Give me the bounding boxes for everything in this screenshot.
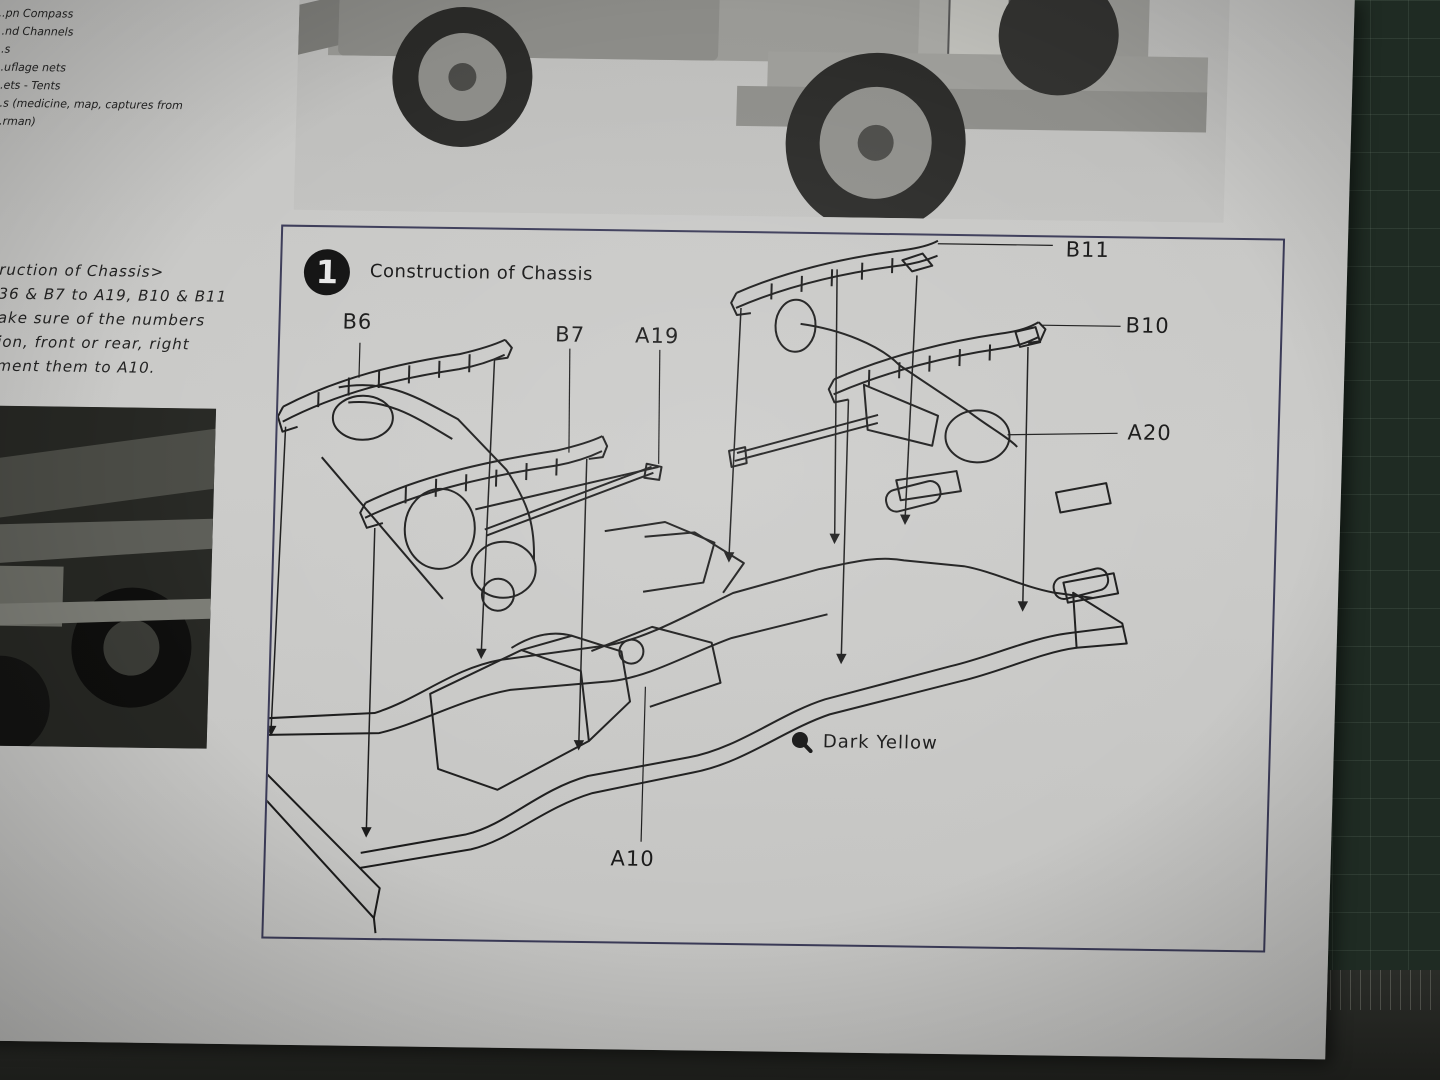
part-label-b10: B10 (1125, 313, 1171, 338)
chassis-reference-photo (0, 404, 217, 749)
part-label-b6: B6 (342, 309, 373, 334)
accessory-line: ...s (medicine, map, captures from (0, 96, 183, 113)
step-description-line: ...36 & B7 to A19, B10 & B11 (0, 284, 228, 306)
accessory-line: ...rman) (0, 114, 36, 129)
step-description-line: ...ion, front or rear, right (0, 332, 190, 354)
paint-color-label: Dark Yellow (822, 730, 939, 754)
accessory-line: ...s (0, 42, 11, 56)
step-description-line: ...ake sure of the numbers (0, 308, 206, 330)
assembly-diagram: 1 Construction of Chassis B6 B7 A19 B11 … (261, 224, 1286, 953)
part-label-a20: A20 (1127, 420, 1173, 446)
accessory-line: ...uflage nets (0, 60, 67, 75)
jeep-illustration (297, 0, 1209, 223)
paint-instruction: Dark Yellow (789, 729, 939, 755)
part-label-a10: A10 (610, 846, 656, 871)
chassis-photo-illustration (0, 404, 217, 749)
accessory-line: ...pn Compass (0, 6, 74, 21)
part-label-b7: B7 (554, 322, 586, 347)
step-description-line: ...ruction of Chassis> (0, 260, 165, 281)
part-label-a19: A19 (634, 323, 680, 349)
accessory-line: ...ets - Tents (0, 78, 61, 93)
step-title: Construction of Chassis (369, 260, 594, 285)
step-description-line: ...ment them to A10. (0, 356, 156, 377)
jeep-model-photo (293, 0, 1230, 223)
accessory-line: ...nd Channels (0, 24, 74, 39)
paint-brush-icon (791, 731, 813, 754)
part-label-b11: B11 (1065, 237, 1111, 263)
instruction-page: ...pn Compass ...nd Channels ...s ...ufl… (0, 0, 1355, 1060)
chassis-exploded-drawing (263, 239, 1128, 934)
